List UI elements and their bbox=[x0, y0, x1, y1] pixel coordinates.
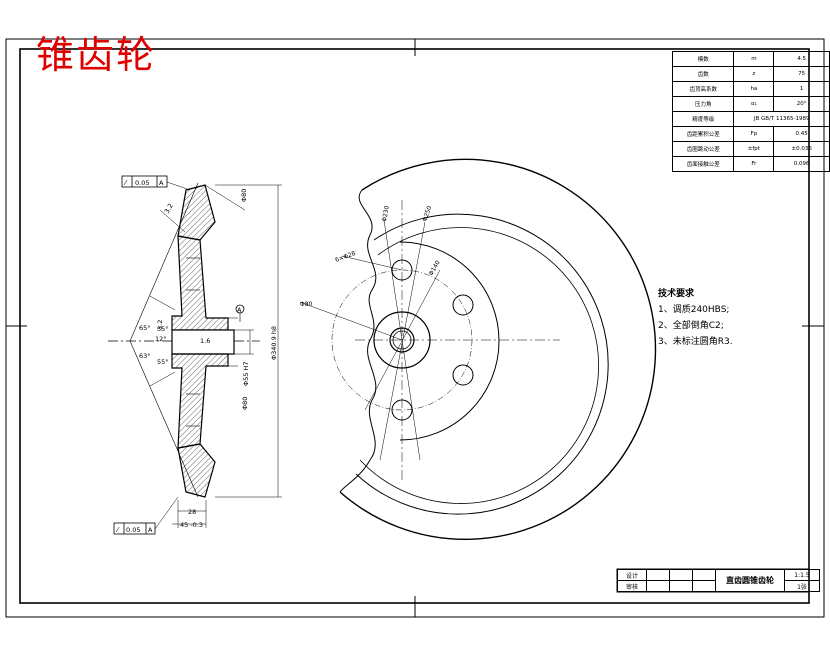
dim-r4: Φ140 bbox=[428, 259, 442, 277]
parameter-symbol: ±fpt bbox=[733, 141, 775, 157]
title-block: 设计 直齿圆锥齿轮 1:1.5 审核 1张 bbox=[617, 569, 820, 592]
tol-bottom-ref: A bbox=[148, 526, 153, 534]
tol-top-value: 0.05 bbox=[135, 179, 149, 187]
datum-label: A bbox=[237, 306, 242, 314]
tech-heading: 技术要求 bbox=[658, 289, 695, 299]
angle-label-4: 35° bbox=[157, 325, 169, 333]
dim-bore: Φ55 H7 bbox=[242, 362, 250, 386]
svg-text:⁄: ⁄ bbox=[123, 179, 128, 187]
dim-r1: Φ80 bbox=[300, 301, 313, 308]
tol-bottom-value: 0.05 bbox=[126, 526, 140, 534]
tb-row1: 设计 bbox=[617, 569, 647, 581]
parameter-symbol: JB GB/T 11365-1989 bbox=[733, 111, 830, 127]
svg-text:⁄: ⁄ bbox=[115, 526, 120, 534]
dim-thick: 3.2 bbox=[163, 202, 175, 215]
parameter-name: 模数 bbox=[671, 51, 735, 67]
dim-2: 3.2 bbox=[156, 320, 164, 330]
dim-r3: Φ250 bbox=[421, 205, 433, 223]
tol-top-ref: A bbox=[159, 179, 164, 187]
section-view bbox=[108, 181, 282, 530]
parameter-value: 4.5 bbox=[773, 51, 830, 67]
tech-item: 3、未标注圆角R3. bbox=[658, 337, 733, 347]
parameter-value: 20° bbox=[773, 96, 830, 112]
tb-scale: 1:1.5 bbox=[784, 569, 820, 581]
tech-item: 1、调质240HBS; bbox=[658, 305, 730, 315]
dim-1: 1.6 bbox=[200, 337, 210, 345]
angle-label-5: 55° bbox=[157, 358, 169, 366]
tb-row2: 审核 bbox=[617, 580, 647, 592]
pcd-holes-label: 6×Φ28 bbox=[334, 250, 356, 264]
parameter-value: 0.096 bbox=[773, 156, 830, 172]
tb-sheet: 1张 bbox=[784, 580, 820, 592]
parameter-name: 齿圈跳动公差 bbox=[671, 141, 735, 157]
tolerance-frame-top: ⁄ 0.05 A bbox=[121, 175, 168, 188]
dim-len2: 45 -0.3 bbox=[180, 521, 203, 529]
tb-drawing-title: 直齿圆锥齿轮 bbox=[715, 569, 785, 592]
parameter-value: 1 bbox=[773, 81, 830, 97]
parameter-name: 压力角 bbox=[671, 96, 735, 112]
parameter-symbol: Fp bbox=[733, 126, 775, 142]
parameter-symbol: Fr bbox=[733, 156, 775, 172]
tech-requirements: 技术要求 1、调质240HBS; 2、全部倒角C2; 3、未标注圆角R3. bbox=[658, 286, 733, 350]
parameter-value: 75 bbox=[773, 66, 830, 82]
parameter-row: 齿圈跳动公差±fpt±0.036 bbox=[671, 141, 830, 157]
parameter-name: 齿数 bbox=[671, 66, 735, 82]
parameter-name: 齿面接触公差 bbox=[671, 156, 735, 172]
parameter-name: 精度等级 bbox=[671, 111, 735, 127]
parameter-value: ±0.036 bbox=[773, 141, 830, 157]
tolerance-frame-bottom: ⁄ 0.05 A bbox=[113, 522, 156, 535]
parameter-name: 齿距累积公差 bbox=[671, 126, 735, 142]
dim-dia: Φ340.9 h8 bbox=[270, 326, 278, 360]
parameter-symbol: ha bbox=[733, 81, 775, 97]
parameter-symbol: α₁ bbox=[733, 96, 775, 112]
drawing-title-red: 锥齿轮 bbox=[36, 33, 157, 77]
parameter-symbol: z bbox=[733, 66, 775, 82]
angle-label-2: 63° bbox=[139, 352, 151, 360]
parameter-value: 0.45 bbox=[773, 126, 830, 142]
dim-hub: Φ80 bbox=[241, 397, 249, 410]
parameter-name: 齿顶高系数 bbox=[671, 81, 735, 97]
dim-len1: 28 bbox=[188, 508, 196, 516]
dim-chamfer: Φ80 bbox=[240, 189, 248, 202]
dim-r2: Φ230 bbox=[381, 205, 391, 222]
parameter-symbol: m bbox=[733, 51, 775, 67]
angle-label-1: 65° bbox=[139, 324, 151, 332]
angle-label-3: 12° bbox=[155, 335, 167, 343]
tech-item: 2、全部倒角C2; bbox=[658, 321, 724, 331]
front-view bbox=[299, 158, 657, 541]
centering-marks bbox=[6, 39, 824, 617]
